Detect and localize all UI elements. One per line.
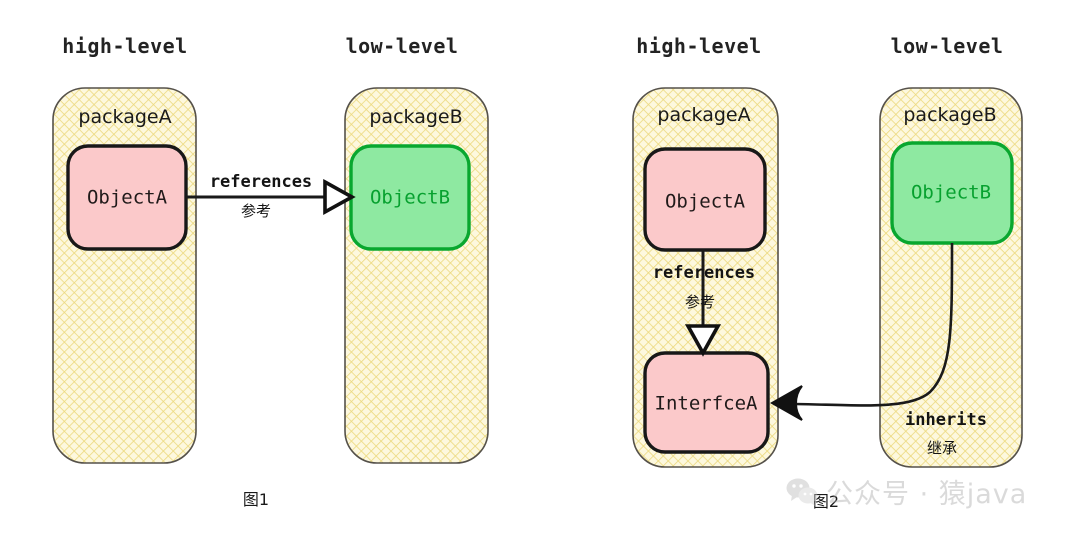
- level-label-high-fig2: high-level: [636, 34, 762, 58]
- edge-inherits-line-fig2: [794, 242, 954, 407]
- node-interfceA-fig2: [643, 351, 770, 454]
- edge-references-arrowhead-fig2: [684, 324, 722, 357]
- package-label-packageA-fig1: packageA: [78, 106, 172, 128]
- level-label-low-fig1: low-level: [345, 34, 459, 58]
- node-objectA-fig2: [643, 147, 767, 252]
- figure-caption-1: 图1: [242, 490, 270, 509]
- edge-inherits-arrowhead-fig2: [769, 385, 803, 421]
- package-label-packageA-fig2: packageA: [657, 104, 751, 126]
- edge-references-arrowhead-fig1: [323, 178, 356, 216]
- edge-label-inherits-en-fig2: inherits: [905, 410, 987, 430]
- figure-1-shapes: [52, 87, 489, 464]
- edge-label-references-cn-fig1: 参考: [240, 202, 272, 220]
- node-label-objectB-fig2: ObjectB: [910, 181, 992, 204]
- package-label-packageB-fig1: packageB: [369, 106, 463, 128]
- node-label-interfceA-fig2: InterfceA: [654, 392, 758, 415]
- figure-caption-2: 图2: [812, 492, 840, 511]
- level-label-low-fig2: low-level: [890, 34, 1004, 58]
- edge-label-references-en-fig2: references: [652, 263, 756, 283]
- figure-2-shapes: [632, 87, 1023, 468]
- node-label-objectA-fig2: ObjectA: [664, 190, 746, 213]
- node-label-objectA-fig1: ObjectA: [86, 186, 168, 209]
- edge-label-references-cn-fig2: 参考: [684, 293, 716, 311]
- package-label-packageB-fig2: packageB: [903, 104, 997, 126]
- edge-label-inherits-cn-fig2: 继承: [926, 439, 958, 457]
- node-label-objectB-fig1: ObjectB: [369, 186, 451, 209]
- edge-label-references-en-fig1: references: [209, 172, 313, 192]
- level-label-high-fig1: high-level: [62, 34, 188, 58]
